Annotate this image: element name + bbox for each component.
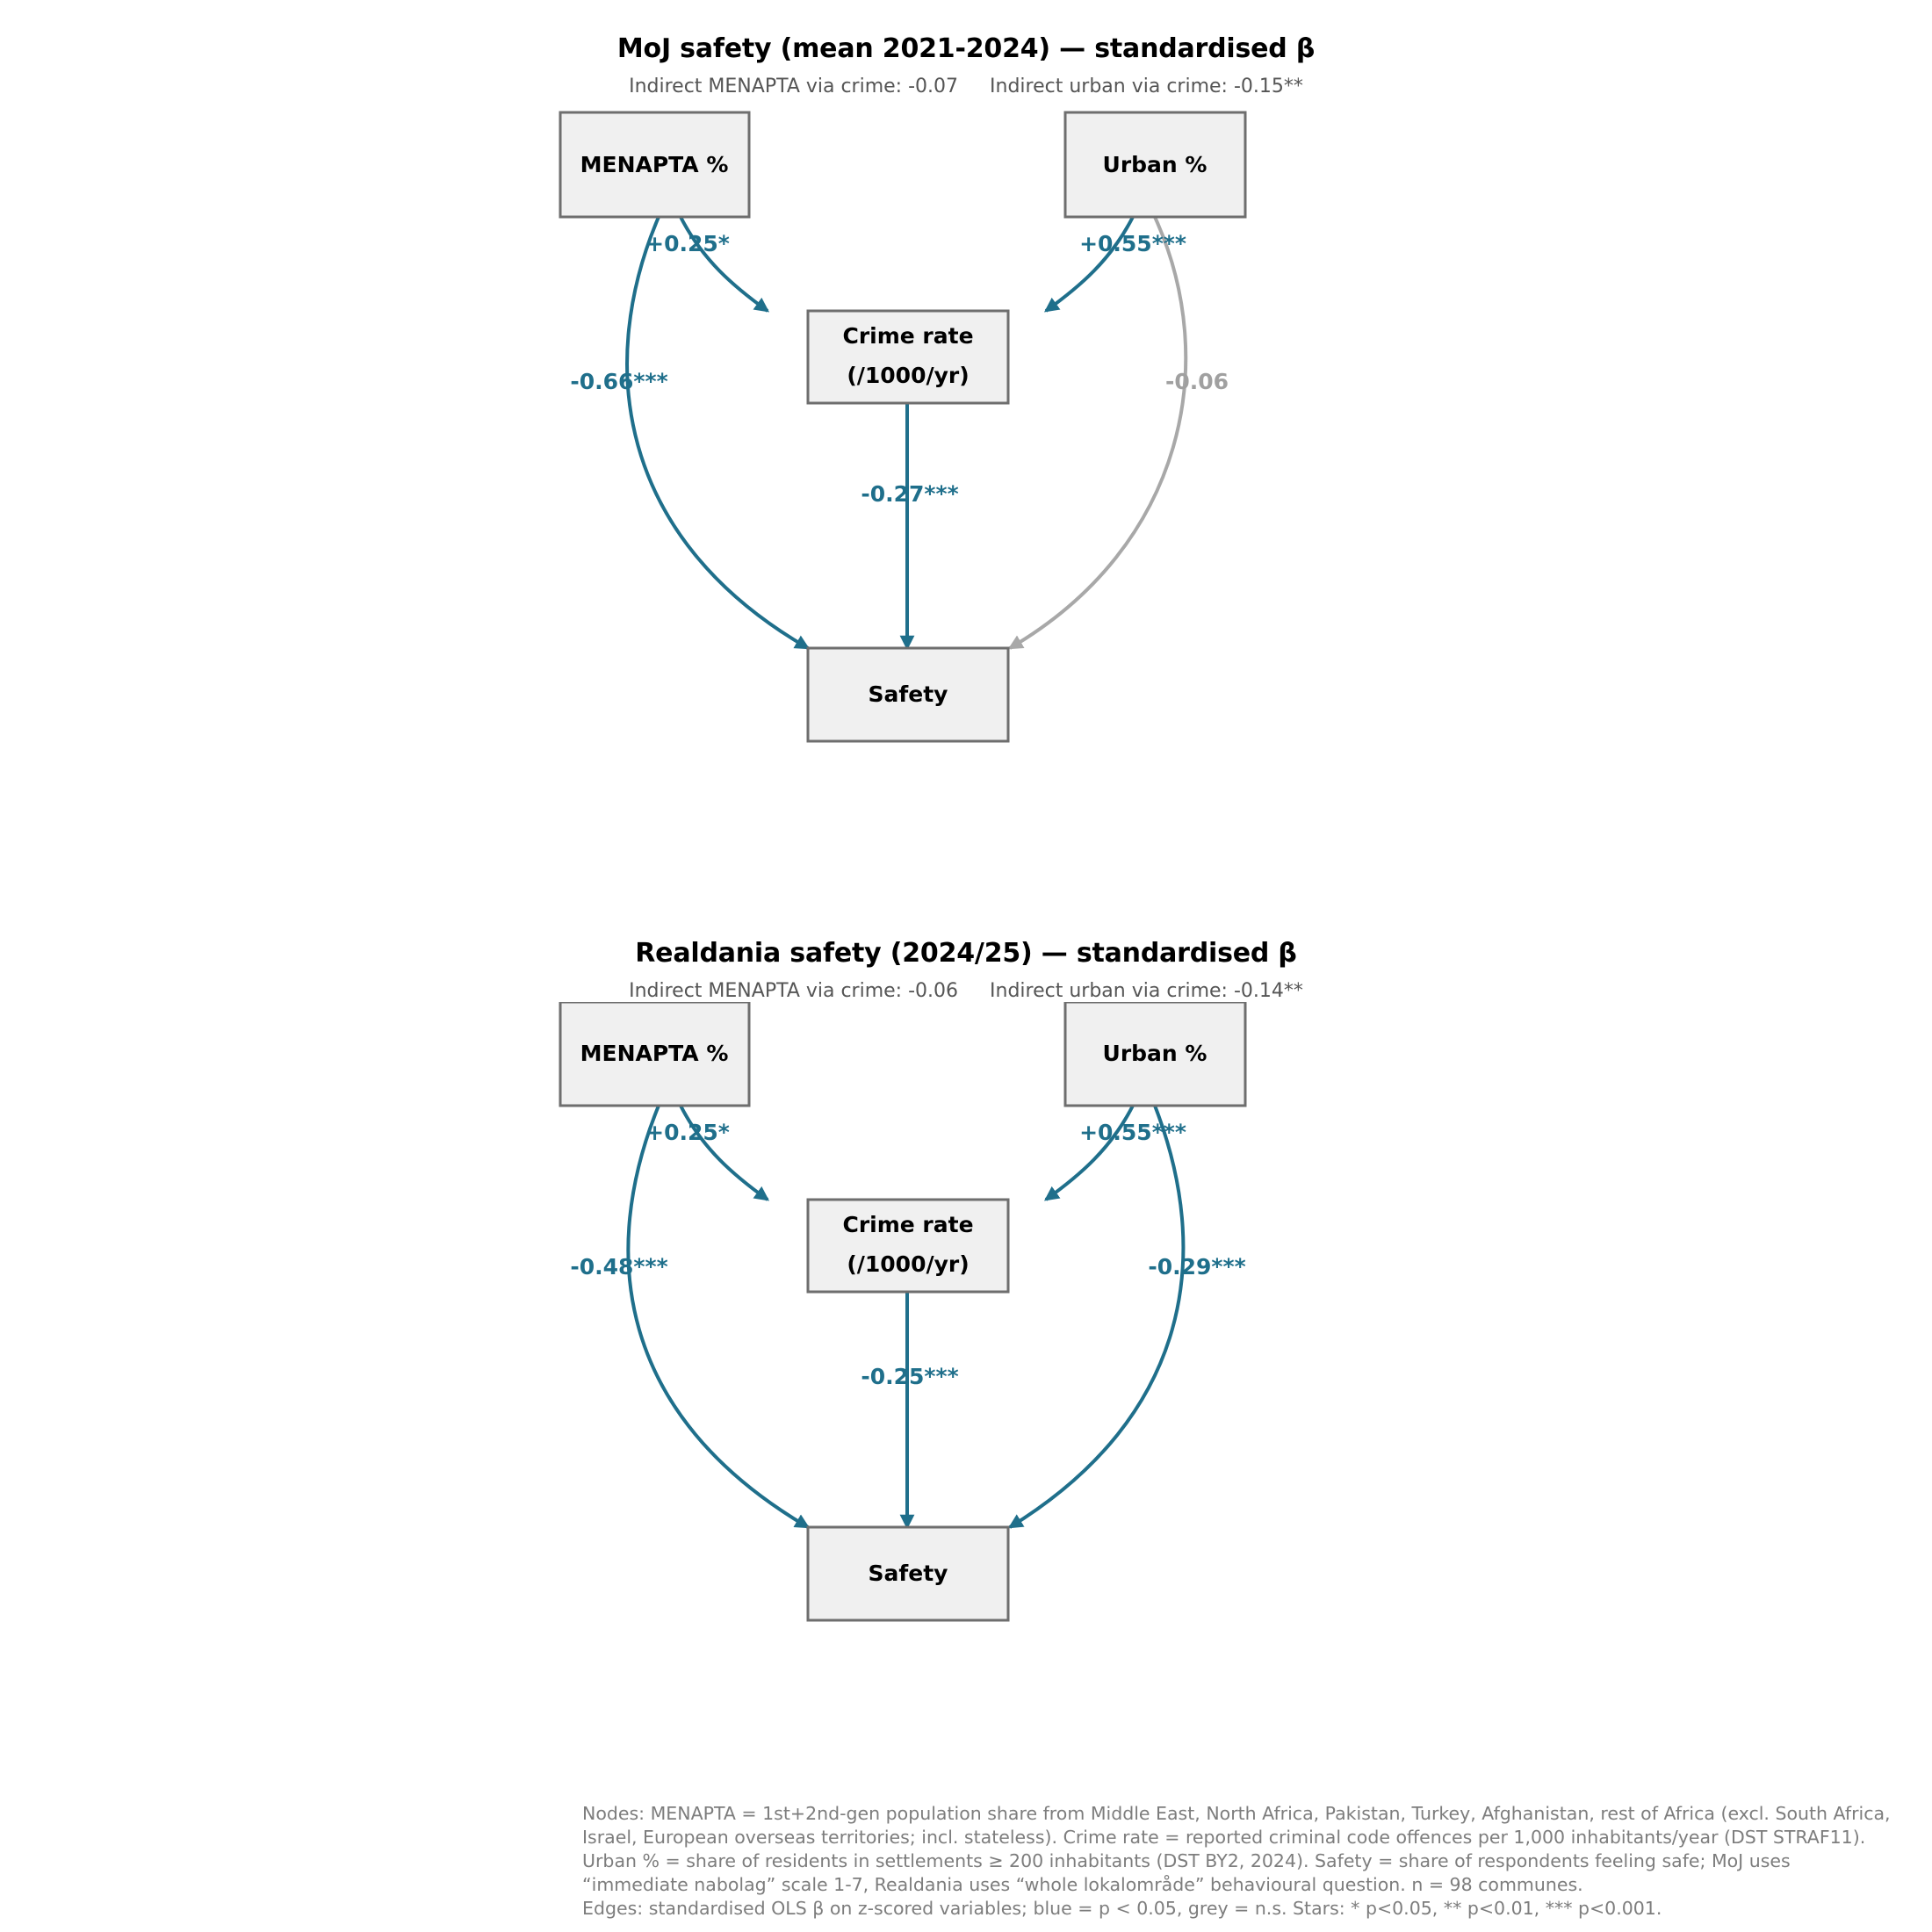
panel-subtitle-moj: Indirect MENAPTA via crime: -0.07 Indirec…	[0, 64, 1932, 97]
path-diagram-realdania: +0.25* +0.55*** -0.48*** -0.25*** -0.29*…	[559, 1002, 1247, 1622]
node-box-urban[interactable]	[1063, 111, 1247, 219]
node-label-urban: Urban %	[1103, 152, 1208, 177]
panel-title-realdania: Realdania safety (2024/25) — standardise…	[635, 938, 1297, 969]
footnote-text: Nodes: MENAPTA = 1st+2nd-gen population …	[582, 1803, 1891, 1919]
node-urban-realdania[interactable]: Urban %	[1063, 1002, 1247, 1107]
node-label-crime-line1: Crime rate	[842, 323, 973, 349]
node-crime-realdania[interactable]: Crime rate (/1000/yr)	[806, 1198, 1010, 1294]
panel-moj-safety: MoJ safety (mean 2021-2024) — standardis…	[0, 0, 1932, 896]
node-box-crime[interactable]	[806, 1198, 1010, 1294]
diagram-wrap-moj: +0.25* +0.55*** -0.66*** -0.27*** -0.06 …	[0, 97, 1932, 835]
edge-label-urban-crime: +0.55***	[1079, 231, 1186, 256]
node-label-safety: Safety	[869, 1561, 948, 1586]
node-label-urban: Urban %	[1103, 1041, 1208, 1066]
node-box-menapta[interactable]	[559, 111, 751, 219]
edge-menapta-to-safety	[625, 216, 811, 650]
indirect-urban-moj: Indirect urban via crime: -0.15**	[990, 76, 1303, 97]
edge-label-menapta-safety: -0.48***	[570, 1254, 667, 1280]
node-label-crime-line2: (/1000/yr)	[847, 1251, 969, 1277]
node-label-safety: Safety	[869, 681, 948, 707]
node-menapta-moj[interactable]: MENAPTA %	[559, 111, 751, 219]
node-label-menapta: MENAPTA %	[580, 1041, 729, 1066]
diagram-wrap-realdania: +0.25* +0.55*** -0.48*** -0.25*** -0.29*…	[0, 1002, 1932, 1634]
node-box-safety[interactable]	[806, 1525, 1010, 1622]
edge-urban-to-crime	[1043, 216, 1135, 313]
node-box-urban[interactable]	[1063, 1002, 1247, 1107]
node-crime-moj[interactable]: Crime rate (/1000/yr)	[806, 309, 1010, 405]
node-safety-realdania[interactable]: Safety	[806, 1525, 1010, 1622]
edge-label-menapta-safety: -0.66***	[570, 369, 667, 394]
path-diagram-moj: +0.25* +0.55*** -0.66*** -0.27*** -0.06 …	[559, 111, 1247, 743]
node-box-crime[interactable]	[806, 309, 1010, 405]
indirect-urban-realdania: Indirect urban via crime: -0.14**	[990, 980, 1303, 1002]
edge-label-urban-safety: -0.06	[1165, 369, 1229, 394]
edge-label-menapta-crime: +0.25*	[645, 231, 730, 256]
edge-label-urban-crime: +0.55***	[1079, 1120, 1186, 1145]
edges-group-moj	[625, 216, 1188, 651]
node-safety-moj[interactable]: Safety	[806, 646, 1010, 743]
node-label-crime-line1: Crime rate	[842, 1212, 973, 1237]
indirect-menapta-moj: Indirect MENAPTA via crime: -0.07	[629, 76, 959, 97]
node-urban-moj[interactable]: Urban %	[1063, 111, 1247, 219]
edge-labels-group-moj: +0.25* +0.55*** -0.66*** -0.27*** -0.06	[570, 231, 1229, 507]
edge-menapta-to-crime	[679, 216, 770, 313]
edge-urban-to-safety	[1007, 216, 1188, 650]
edge-labels-group-realdania: +0.25* +0.55*** -0.48*** -0.25*** -0.29*…	[570, 1120, 1245, 1389]
panel-subtitle-realdania: Indirect MENAPTA via crime: -0.06 Indirec…	[0, 969, 1932, 1002]
edge-label-menapta-crime: +0.25*	[645, 1120, 730, 1145]
edge-label-urban-safety: -0.29***	[1148, 1254, 1245, 1280]
edges-group-realdania	[626, 1105, 1186, 1530]
panel-realdania-safety: Realdania safety (2024/25) — standardise…	[0, 913, 1932, 1721]
edge-menapta-to-crime	[679, 1105, 770, 1201]
indirect-menapta-realdania: Indirect MENAPTA via crime: -0.06	[629, 980, 959, 1002]
edge-label-crime-safety: -0.27***	[861, 481, 958, 507]
panel-title-moj: MoJ safety (mean 2021-2024) — standardis…	[616, 33, 1316, 64]
node-box-menapta[interactable]	[559, 1002, 751, 1107]
edge-urban-to-safety	[1007, 1105, 1186, 1529]
edge-urban-to-crime	[1043, 1105, 1135, 1201]
edge-label-crime-safety: -0.25***	[861, 1364, 958, 1389]
node-label-crime-line2: (/1000/yr)	[847, 363, 969, 388]
node-box-safety[interactable]	[806, 646, 1010, 743]
edge-menapta-to-safety	[626, 1105, 811, 1529]
node-label-menapta: MENAPTA %	[580, 152, 729, 177]
node-menapta-realdania[interactable]: MENAPTA %	[559, 1002, 751, 1107]
